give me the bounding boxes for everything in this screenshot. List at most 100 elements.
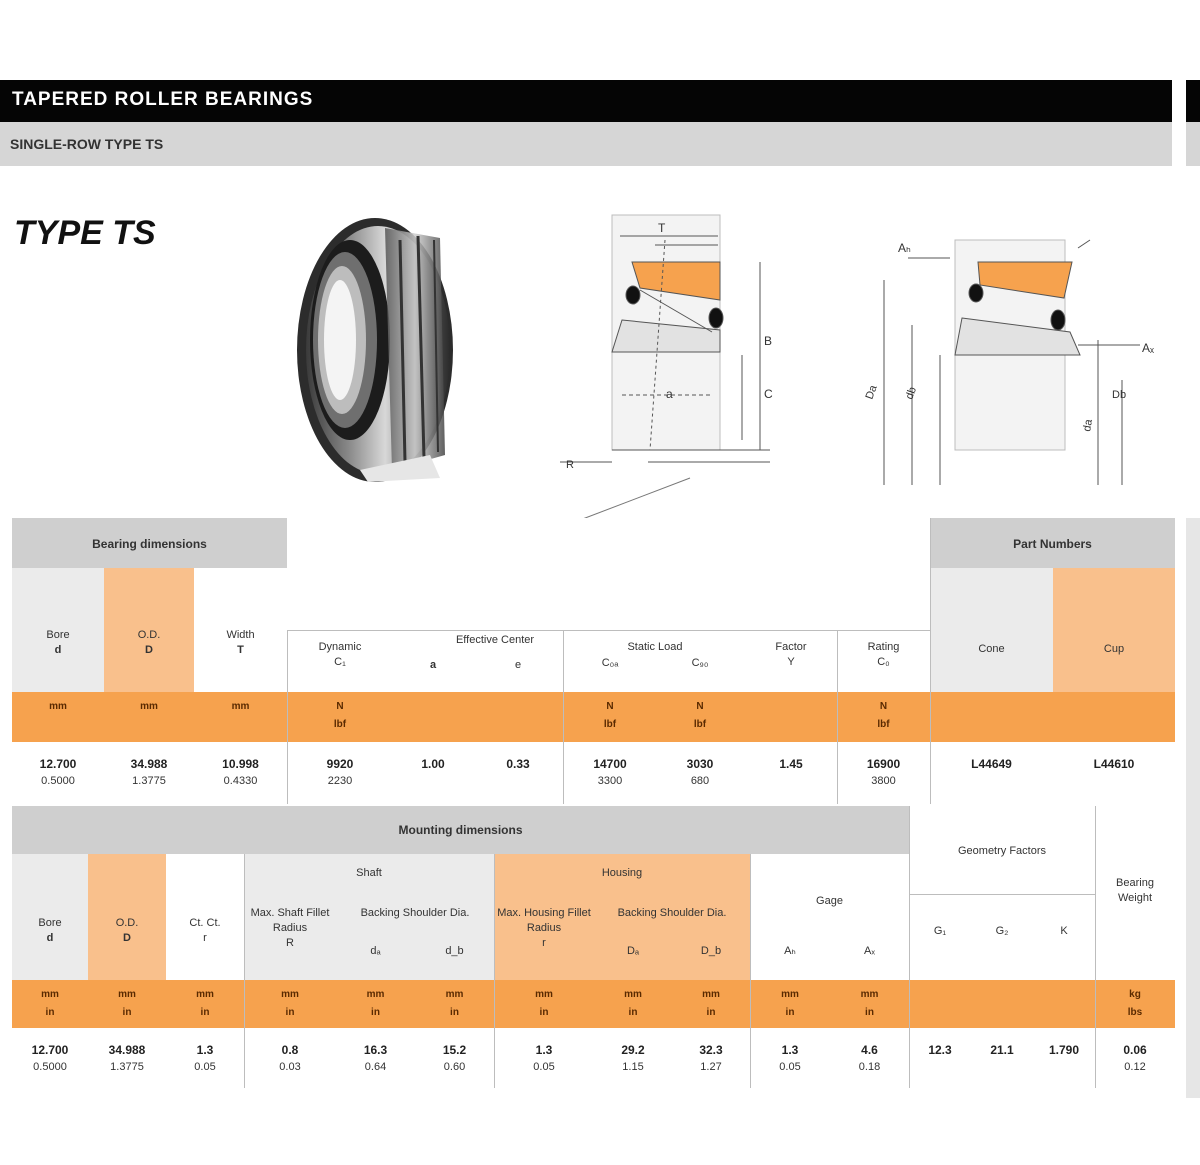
table-cell bbox=[930, 774, 1053, 792]
col-static-symbol: C₀ₐ bbox=[565, 656, 655, 692]
unit-label bbox=[930, 718, 1053, 736]
group-bearing-dimensions: Bearing dimensions bbox=[12, 518, 287, 568]
col-geometry-g2: G₂ bbox=[971, 924, 1033, 964]
table-cell: L44610 bbox=[1093, 757, 1135, 771]
unit-label: in bbox=[200, 1007, 210, 1018]
unit-label: mm bbox=[624, 989, 642, 1000]
unit-label bbox=[1033, 1006, 1095, 1024]
table-cell: 16900 bbox=[866, 757, 901, 771]
col-dynamic-symbol: C₁ bbox=[334, 655, 346, 668]
unit-label bbox=[1053, 718, 1175, 736]
table-row bbox=[12, 1028, 1175, 1088]
diagram-label-a: a bbox=[666, 387, 673, 401]
unit-label bbox=[745, 700, 837, 718]
t2-col-od-header: O.D.D bbox=[88, 854, 166, 980]
table-cell: 0.5000 bbox=[41, 775, 75, 787]
group-part-numbers: Part Numbers bbox=[930, 518, 1175, 568]
table-cell: 0.05 bbox=[194, 1061, 216, 1073]
header-bar: TAPERED ROLLER BEARINGS bbox=[0, 80, 1172, 122]
unit-label: in bbox=[865, 1007, 874, 1018]
col-c90-symbol: C₉₀ bbox=[655, 656, 745, 692]
table-cell: 1.27 bbox=[700, 1061, 722, 1073]
divider bbox=[563, 630, 564, 804]
table-cell: 12.700 bbox=[31, 1043, 69, 1057]
col-center-symbol: a bbox=[429, 659, 437, 671]
divider bbox=[287, 630, 288, 804]
unit-label: in bbox=[371, 1007, 380, 1018]
table-cell: 1.3 bbox=[535, 1043, 553, 1057]
unit-label bbox=[971, 988, 1033, 1006]
table-cell: 0.03 bbox=[279, 1061, 301, 1073]
table-cell: 1.3775 bbox=[110, 1061, 144, 1073]
table-cell bbox=[909, 1060, 971, 1078]
col-housing-db: D_b bbox=[672, 944, 750, 980]
unit-label: lbf bbox=[603, 719, 617, 730]
unit-label: mm bbox=[196, 989, 214, 1000]
unit-label bbox=[473, 700, 563, 718]
t2-col-radius-label: Ct. Ct. bbox=[189, 917, 221, 929]
table-cell bbox=[473, 774, 563, 792]
unit-label bbox=[12, 718, 104, 736]
diagram-label-ah: Aₕ bbox=[898, 241, 911, 255]
t2-col-radius-header: Ct. Ct. r bbox=[166, 854, 244, 980]
col-rating-symbol: C₀ bbox=[877, 655, 890, 668]
col-center-label: Effective Center bbox=[430, 633, 560, 653]
unit-label: in bbox=[785, 1007, 795, 1018]
table-cell: 0.06 bbox=[1123, 1043, 1147, 1057]
col-shaft-fillet-label: Max. Shaft Fillet Radius bbox=[250, 907, 330, 934]
table-cell: 0.33 bbox=[506, 757, 530, 771]
col-shaft-shoulder: Backing Shoulder Dia. bbox=[336, 894, 494, 944]
table-cell: 1.790 bbox=[1048, 1043, 1080, 1057]
table-cell: 0.64 bbox=[364, 1061, 387, 1073]
unit-label: mm bbox=[140, 701, 158, 712]
unit-label bbox=[909, 988, 971, 1006]
t2-col-od-symbol: D bbox=[123, 931, 131, 944]
table-cell: 1.00 bbox=[421, 757, 445, 771]
unit-label bbox=[909, 1006, 971, 1024]
table-cell: 0.05 bbox=[779, 1061, 801, 1073]
unit-label: N bbox=[879, 701, 888, 712]
col-dynamic-label: Dynamic bbox=[318, 641, 362, 653]
table-cell: L44649 bbox=[971, 757, 1012, 771]
table-cell: 14700 bbox=[593, 757, 627, 771]
table-cell: 0.4330 bbox=[223, 775, 258, 787]
unit-label: mm bbox=[445, 989, 464, 1000]
table-cell: 34.988 bbox=[108, 1043, 146, 1057]
col-housing-fillet-label: Max. Housing Fillet Radius bbox=[497, 907, 591, 934]
unit-label bbox=[393, 700, 473, 718]
table-row bbox=[12, 742, 1175, 804]
table-cell bbox=[393, 774, 473, 792]
table-cell: 12.700 bbox=[39, 757, 77, 771]
col-shaft-da: dₐ bbox=[336, 944, 415, 980]
col-gage-header: Gage bbox=[750, 854, 909, 940]
col-geometry-k: K bbox=[1033, 924, 1095, 964]
diagram-label-bd: Db bbox=[1112, 389, 1126, 401]
diagram-label-b: B bbox=[764, 334, 772, 348]
unit-label bbox=[971, 1006, 1033, 1024]
unit-label: in bbox=[122, 1007, 132, 1018]
table-cell: 0.12 bbox=[1124, 1061, 1146, 1073]
table-cell: 4.6 bbox=[861, 1043, 878, 1057]
table-cell bbox=[971, 1060, 1033, 1078]
unit-label: lbf bbox=[877, 719, 890, 730]
col-cone-header: Cone bbox=[930, 568, 1053, 692]
col-housing-shoulder: Backing Shoulder Dia. bbox=[594, 894, 750, 944]
table-cell: 10.998 bbox=[222, 757, 259, 771]
divider bbox=[244, 854, 245, 1088]
table-cell: 1.3775 bbox=[132, 775, 166, 787]
col-width-label: Width bbox=[226, 629, 255, 641]
unit-label: mm bbox=[366, 989, 385, 1000]
col-rating-label: Rating bbox=[867, 641, 900, 653]
divider bbox=[909, 806, 910, 1088]
unit-label: mm bbox=[535, 989, 553, 1000]
unit-label: kg bbox=[1129, 989, 1141, 1000]
t2-col-bore-label: Bore bbox=[38, 917, 62, 929]
header-title: TAPERED ROLLER BEARINGS bbox=[12, 89, 314, 110]
t2-col-radius-symbol: r bbox=[203, 931, 207, 944]
col-weight-label-2: Weight bbox=[1117, 891, 1153, 904]
divider bbox=[494, 854, 495, 1088]
sub-shaft-header: Shaft bbox=[244, 854, 494, 894]
bearing-photo bbox=[297, 218, 453, 482]
